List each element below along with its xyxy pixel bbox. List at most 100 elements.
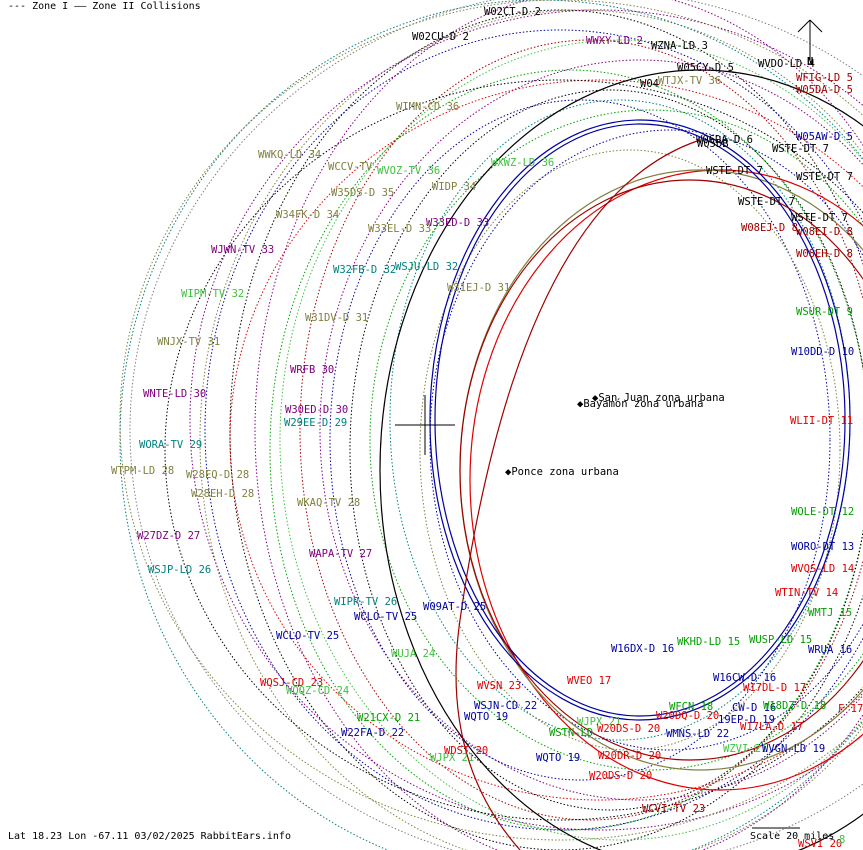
station-label[interactable]: 8 [839,834,846,846]
station-label[interactable]: WTIN-TV 14 [775,587,839,599]
station-label[interactable]: WSJP-LD 26 [148,564,212,576]
station-label[interactable]: W06DA-D 6 [696,134,753,146]
station-label[interactable]: WCLO-TV 25 [276,630,340,642]
station-label[interactable]: WCVI-TV 23 [642,803,706,815]
station-label[interactable]: WRUA 16 [808,644,853,656]
station-label[interactable]: WJPX 21 [430,752,475,764]
station-label[interactable]: W05CY-D 5 [677,62,734,74]
station-label[interactable]: W10DD-D 10 [791,346,855,358]
station-label[interactable]: W17DL-D 17 [743,682,807,694]
station-label[interactable]: W33ED-D 33 [426,217,490,229]
station-label[interactable]: WUJA 24 [391,648,436,660]
station-label[interactable]: F 17 [838,703,863,715]
station-label[interactable]: WNJX-TV 31 [157,336,221,348]
station-label[interactable]: WSVI 20 [798,838,843,850]
station-label[interactable]: W02CU-D 2 [412,31,469,43]
station-label[interactable]: WKHD-LD 15 [677,636,741,648]
station-label[interactable]: W18DZ-D 18 [763,700,827,712]
station-label[interactable]: W29EE-D 29 [284,417,348,429]
station-label[interactable]: WCCV-TV [328,161,373,173]
station-label[interactable]: WSTE-DT 7 [796,171,853,183]
station-label[interactable]: W30ED-D 30 [285,404,349,416]
station-label[interactable]: WSJN-CD 22 [474,700,538,712]
station-label[interactable]: WNTE-LD 30 [143,388,207,400]
station-label[interactable]: W32FB-D 32 [333,264,397,276]
map-footer: Lat 18.23 Lon -67.11 03/02/2025 RabbitEa… [8,831,291,842]
station-label[interactable]: WUSP-LD 15 [749,634,813,646]
station-label[interactable]: W31DV-D 31 [305,312,369,324]
station-label[interactable]: WORA-TV 29 [139,439,203,451]
station-label[interactable]: WORO-DT 13 [791,541,855,553]
station-label[interactable]: WVEO 17 [567,675,612,687]
station-label[interactable]: W22FA-D 22 [341,727,405,739]
station-label[interactable]: WJPX 21 [577,716,622,728]
station-label[interactable]: WZVI 21 [723,743,768,755]
station-label[interactable]: WIMN-CD 36 [396,101,460,113]
station-label[interactable]: WFIG-LD 5 [796,72,853,84]
station-label[interactable]: WQTO 19 [464,711,509,723]
bore-sight [395,395,455,455]
station-label[interactable]: WVDO-LD 4 [758,58,815,70]
station-label[interactable]: W08EI-D 8 [796,226,853,238]
station-label[interactable]: WFCN 18 [669,701,714,713]
station-label[interactable]: WOLE-DT 12 [791,506,855,518]
station-label[interactable]: WJWN-TV 33 [211,244,275,256]
station-label[interactable]: WSUR-DT 9 [796,306,853,318]
station-label[interactable]: W33EL-D 33 [368,223,432,235]
station-label[interactable]: WLII-DT 11 [790,415,854,427]
station-label[interactable]: W05AW-D 5 [796,131,853,143]
station-label[interactable]: CW-D 16 [732,702,777,714]
station-label[interactable]: WKAQ-TV 28 [297,497,361,509]
station-label[interactable]: W02CT-D 2 [484,6,541,18]
station-label[interactable]: W35DS-D 35 [331,187,395,199]
station-label[interactable]: W17LA-D 17 [740,721,804,733]
station-label[interactable]: W20DR-D 20 [598,750,662,762]
station-label[interactable]: W34FK-D 34 [276,209,340,221]
station-label[interactable]: WTPM-LD 28 [111,465,175,477]
station-label[interactable]: W04 [640,78,659,90]
station-label[interactable]: WWXY-LD 2 [586,35,643,47]
station-label[interactable]: WSTE-DT 7 [772,143,829,155]
station-label[interactable]: WIPR-TV 26 [334,596,398,608]
station-label[interactable]: W20DS-D 20 [589,770,653,782]
station-label[interactable]: W28EQ-D 28 [186,469,250,481]
station-label[interactable]: W05DB [697,138,729,150]
station-label[interactable]: W27DZ-D 27 [137,530,201,542]
station-label[interactable]: W08EJ-D 8 [741,222,798,234]
station-label[interactable]: WCLO-TV 25 [354,611,418,623]
station-label[interactable]: WSTN-LD [549,727,594,739]
station-label[interactable]: W21CX-D 21 [357,712,421,724]
station-label[interactable]: W05DA-D 5 [796,84,853,96]
station-label[interactable]: WSJU-LD 32 [395,261,459,273]
station-label[interactable]: WQTO 19 [536,752,581,764]
station-label[interactable]: WSTE-DT 7 [706,165,763,177]
station-label[interactable]: WQSJ-CD 23 [260,677,324,689]
station-label[interactable]: WRFB 30 [290,364,335,376]
station-label[interactable]: WZNA-LD 3 [651,40,708,52]
station-label[interactable]: W16CW-D 16 [713,672,777,684]
station-label[interactable]: WSTE-DT 7 [791,212,848,224]
station-label[interactable]: W09AT-D 25 [423,601,487,613]
station-label[interactable]: WTJX-TV 36 [658,75,722,87]
station-label[interactable]: WVQS-LD 14 [791,563,855,575]
station-label[interactable]: W16DX-D 16 [611,643,675,655]
station-label[interactable]: W28EH-D 28 [191,488,255,500]
station-label[interactable]: W20DQ-D 20 [656,710,720,722]
station-label[interactable]: WVSN 23 [477,680,522,692]
station-label[interactable]: W08EH-D 8 [796,248,853,260]
station-label[interactable]: WMNS-LD 22 [666,728,730,740]
station-label[interactable]: WQQZ-CD 24 [286,685,350,697]
station-label[interactable]: WSTE-DT 7 [738,196,795,208]
station-label[interactable]: 19EP-D 19 [718,714,775,726]
station-label[interactable]: WMTJ 15 [808,607,853,619]
station-label[interactable]: W20DS-D 20 [597,723,661,735]
station-label[interactable]: WIPM-TV 32 [181,288,245,300]
station-label[interactable]: WAPA-TV 27 [309,548,373,560]
station-label[interactable]: WVOZ-TV 36 [377,165,441,177]
station-label[interactable]: WVGN-LD 19 [762,743,826,755]
station-label[interactable]: WXWZ-LD 36 [491,157,555,169]
station-label[interactable]: WWKQ-LD 34 [258,149,322,161]
station-label[interactable]: W31EJ-D 31 [447,282,511,294]
station-label[interactable]: WIDP 34 [432,181,477,193]
station-label[interactable]: WDST 20 [444,745,489,757]
